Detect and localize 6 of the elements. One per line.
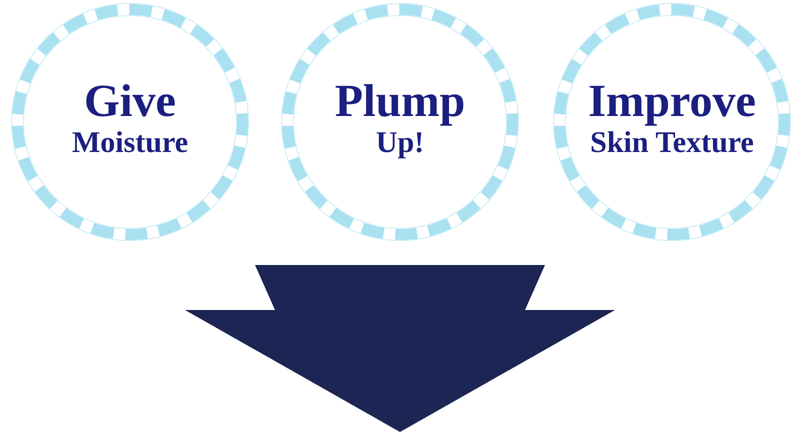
badge-heading: Give <box>84 77 176 126</box>
badge-heading: Improve <box>588 77 756 126</box>
badge-heading: Plump <box>334 77 466 126</box>
badge-subtext: Skin Texture <box>590 126 754 159</box>
badge-subtext: Moisture <box>72 126 188 159</box>
badge-subtext: Up! <box>376 126 424 159</box>
